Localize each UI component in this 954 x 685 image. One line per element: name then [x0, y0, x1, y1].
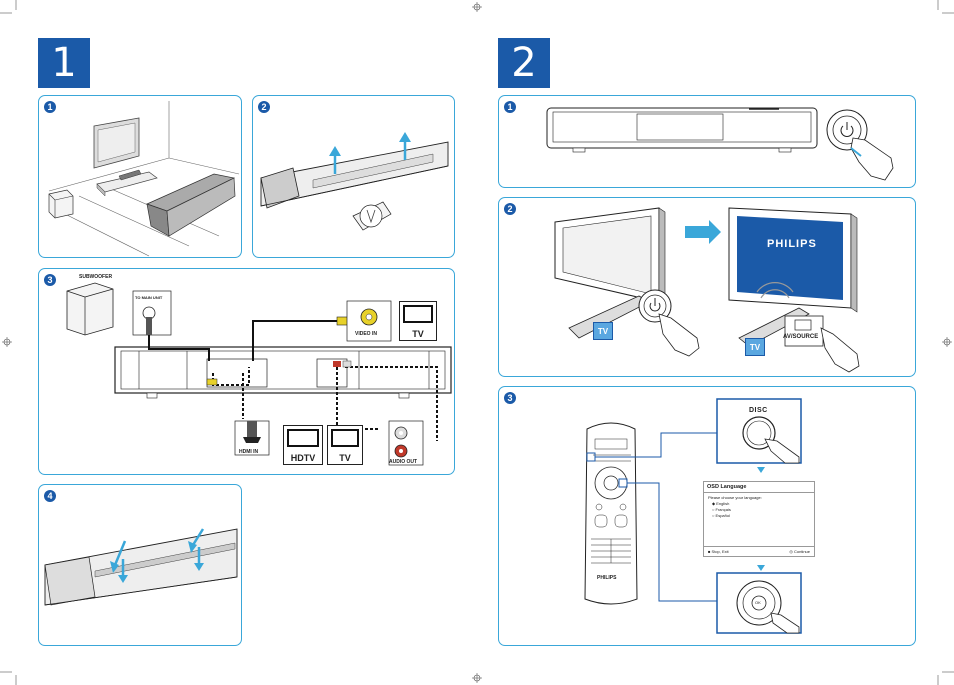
hdmi-in-label: HDMI IN	[239, 449, 259, 455]
radio-icon: ○	[712, 513, 716, 518]
panel-1-1-room-placement: 1	[38, 95, 242, 258]
osd-title: OSD Language	[707, 484, 747, 490]
step-2-heading: 2	[498, 38, 550, 88]
panel-1-3-connections: 3 SUBWOOFER	[38, 268, 455, 475]
radio-icon: ○	[712, 507, 716, 512]
panel-1-4-wall-mount: 4	[38, 484, 242, 646]
remote-brand-label: PHILIPS	[597, 575, 617, 581]
osd-continue[interactable]: ◎ Continue	[789, 549, 810, 554]
panel-number: 2	[504, 203, 516, 215]
disc-button-label: DISC	[749, 407, 768, 414]
hdtv-label: HDTV	[290, 453, 316, 463]
panel-2-2-tv-source: 2 PHILIPS TV TV AV/SOURCE	[498, 197, 916, 377]
panel-1-2-stand: 2	[252, 95, 455, 258]
step-1-heading: 1	[38, 38, 90, 88]
hdtv-icon: HDTV	[283, 425, 323, 465]
to-main-unit-label: TO MAIN UNIT	[135, 295, 163, 300]
av-source-label: AV/SOURCE	[783, 334, 819, 340]
tv-label: TV	[339, 453, 351, 463]
panel-2-3-remote-osd: 3 PHILIPS DISC OK OSD Lan	[498, 386, 916, 646]
osd-footer-divider	[704, 546, 814, 547]
osd-option-espanol[interactable]: ○ Español	[712, 513, 730, 518]
tv-screen-icon	[331, 429, 359, 447]
panel-2-1-power-on: 1	[498, 95, 916, 188]
tv-button-tag: TV	[593, 322, 613, 340]
radio-selected-icon: ◆	[712, 501, 717, 506]
audio-out-label: AUDIO OUT	[389, 459, 418, 465]
osd-stop-exit[interactable]: ■ Stop, Exit	[708, 549, 729, 554]
tv-button-tag: TV	[745, 338, 765, 356]
room-illustration	[48, 101, 240, 257]
tv-source-illustration	[554, 207, 860, 373]
connection-diagram	[66, 282, 452, 466]
panel-number: 2	[258, 101, 270, 113]
osd-option-english[interactable]: ◆ English	[712, 501, 730, 506]
osd-language-menu: OSD Language Please choose your language…	[703, 481, 815, 557]
remote-illustration	[584, 398, 802, 634]
soundbar-stand-illustration	[260, 132, 449, 231]
panel-number: 1	[504, 101, 516, 113]
ok-icon: ◎	[789, 549, 794, 554]
osd-option-francais[interactable]: ○ Français	[712, 507, 731, 512]
stop-icon: ■	[708, 549, 712, 554]
subwoofer-label: SUBWOOFER	[79, 274, 113, 280]
panel-number: 4	[44, 490, 56, 502]
osd-language-list: ◆ English ○ Français ○ Español	[712, 501, 731, 519]
tv-screen-icon	[287, 429, 319, 447]
tv-icon-audio: TV	[327, 425, 363, 465]
video-in-label: VIDEO IN	[355, 331, 377, 337]
soundbar-mount-illustration	[44, 528, 238, 606]
power-on-illustration	[546, 107, 894, 181]
panel-number: 1	[44, 101, 56, 113]
panel-number: 3	[44, 274, 56, 286]
osd-prompt: Please choose your language:	[708, 495, 762, 500]
brand-logo: PHILIPS	[767, 238, 817, 250]
panel-number: 3	[504, 392, 516, 404]
tv-screen-icon	[403, 305, 433, 323]
osd-divider	[704, 492, 814, 493]
ok-button-label: OK	[755, 600, 761, 605]
tv-icon-video: TV	[399, 301, 437, 341]
tv-label: TV	[412, 329, 424, 339]
